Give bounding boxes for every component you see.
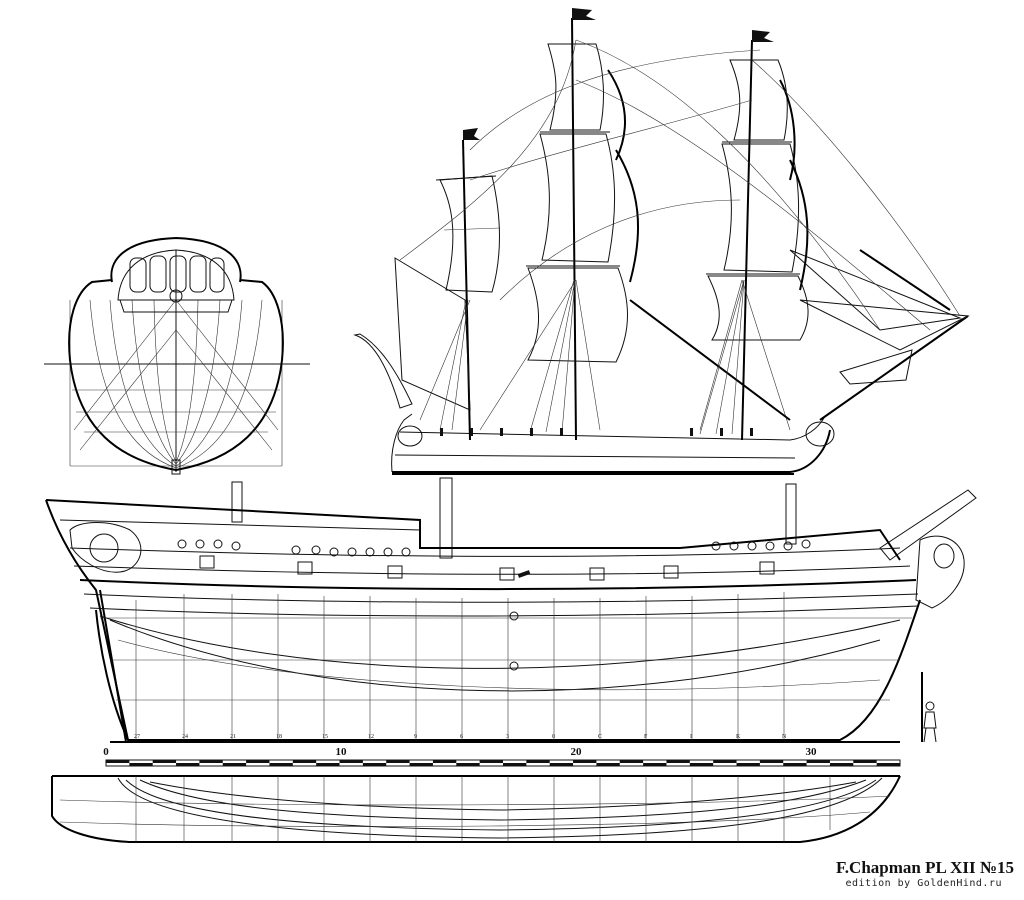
scale-segment [503,763,527,766]
plate-title: F.Chapman PL XII №15 [835,858,1014,877]
body-plan [44,238,310,474]
scale-segment [176,763,200,766]
scale-segment [409,763,433,766]
station-label: N [782,734,787,740]
scale-tick-label: 30 [806,746,818,758]
scale-segment [479,760,503,763]
scale-segment [432,760,457,763]
scale-segment [806,760,830,763]
scale-segments [106,760,900,766]
scale-tick-label: 0 [103,746,109,758]
scale-segment [222,763,247,766]
scale-segment [199,760,223,763]
station-label: 6 [460,734,463,740]
scale-segment [713,760,737,763]
scale-segment [759,760,784,763]
scale-segment [152,760,177,763]
edition-credit: edition by GoldenHind.ru [845,878,1002,889]
station-lines [136,592,784,740]
station-labels: 27 24 21 18 15 12 9 6 3 0 C F I K N [134,734,787,740]
scale-tick-label: 10 [336,746,348,758]
scale-segment [106,760,130,763]
scale-segment [526,760,550,763]
station-label: I [690,734,692,740]
scale-segment [573,760,597,763]
scale-bar: 0 10 20 30 [103,746,900,766]
scale-segment [643,763,667,766]
station-label: C [598,734,602,740]
scale-segment [339,760,363,763]
station-label: 27 [134,734,140,740]
station-label: 21 [230,734,236,740]
scale-segment [829,763,854,766]
scale-segment [549,763,574,766]
scale-segment [689,763,714,766]
scale-figure [922,672,936,742]
station-label: 12 [368,734,374,740]
scale-tick-label: 20 [571,746,583,758]
scale-segment [246,760,270,763]
scale-segment [269,763,293,766]
scale-segment [666,760,690,763]
scale-segment [736,763,760,766]
scale-segment [316,763,340,766]
station-label: 18 [276,734,282,740]
scale-segment [362,763,387,766]
station-label: 0 [552,734,555,740]
half-breadth-plan [52,776,900,842]
scale-segment [876,763,900,766]
scale-segment [783,763,807,766]
scale-segment [619,760,644,763]
scale-segment [456,763,480,766]
station-label: 24 [182,734,188,740]
scale-segment [292,760,317,763]
station-label: 3 [506,734,509,740]
sail-plan [355,8,968,474]
station-label: K [736,734,741,740]
station-label: 9 [414,734,417,740]
station-label: F [644,734,648,740]
scale-segment [129,763,153,766]
sheer-plan: 27 24 21 18 15 12 9 6 3 0 C F I K N [46,478,976,742]
station-label: 15 [322,734,328,740]
scale-segment [386,760,410,763]
scale-segment [596,763,620,766]
scale-segment [853,760,877,763]
